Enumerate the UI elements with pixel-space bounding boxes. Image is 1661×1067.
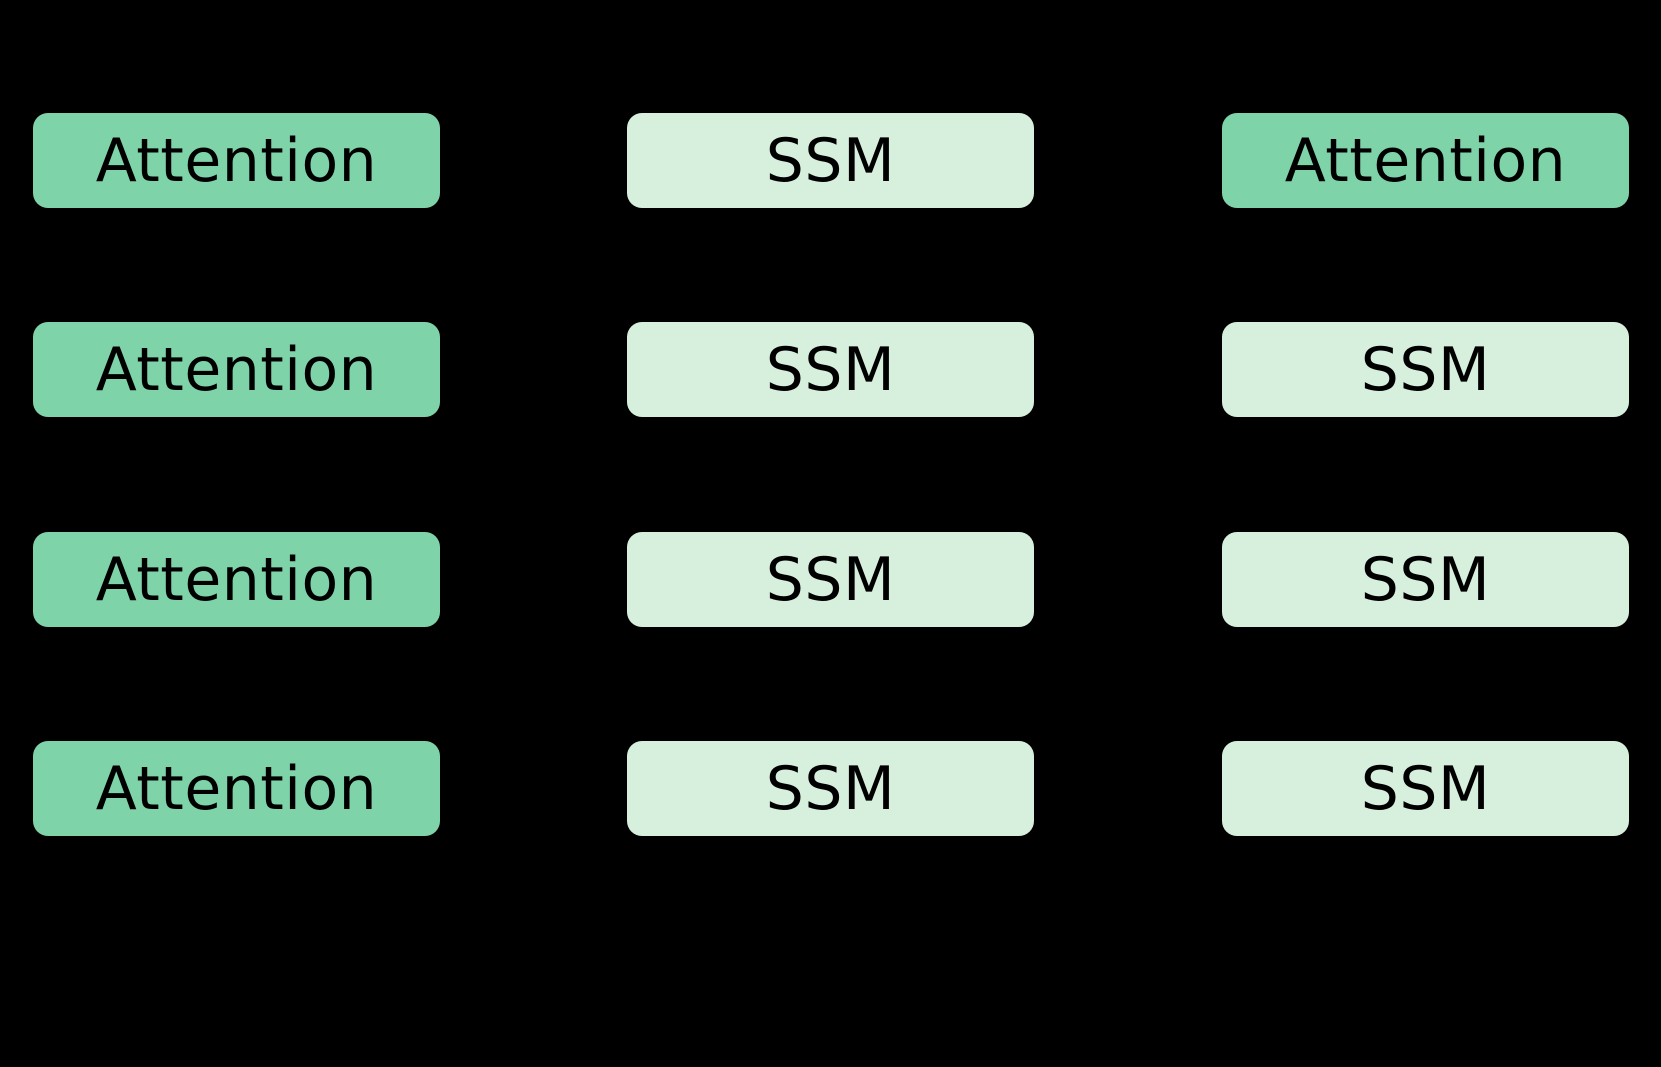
ssm-block: SSM — [1222, 322, 1629, 417]
ssm-block: SSM — [627, 532, 1034, 627]
attention-block: Attention — [1222, 113, 1629, 208]
ssm-block: SSM — [627, 741, 1034, 836]
ssm-block: SSM — [1222, 532, 1629, 627]
attention-block: Attention — [33, 741, 440, 836]
ssm-block: SSM — [627, 113, 1034, 208]
ssm-block: SSM — [627, 322, 1034, 417]
ssm-block: SSM — [1222, 741, 1629, 836]
attention-block: Attention — [33, 322, 440, 417]
attention-block: Attention — [33, 113, 440, 208]
attention-block: Attention — [33, 532, 440, 627]
